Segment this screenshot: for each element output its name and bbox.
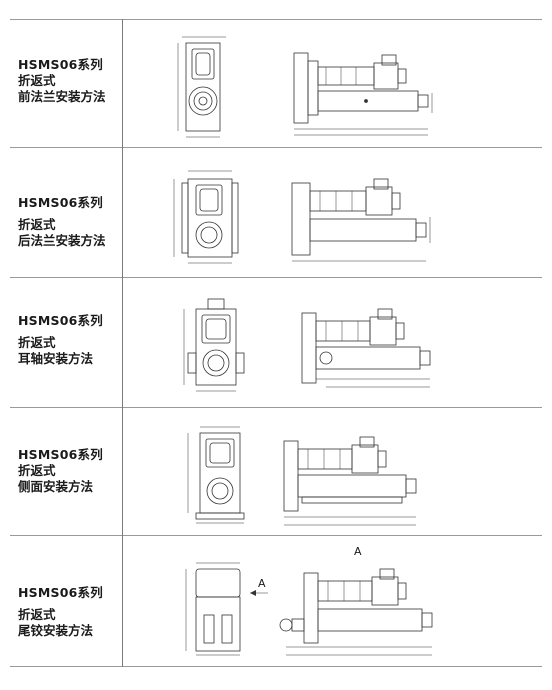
row-divider <box>10 407 542 408</box>
installation-table: HSMS06系列 折返式 前法兰安装方法 <box>10 19 542 667</box>
type-name: 折返式 <box>18 335 56 350</box>
type-name: 折返式 <box>18 73 56 88</box>
side-mount-drawing <box>126 419 540 531</box>
row-label: HSMS06系列 折返式 后法兰安装方法 <box>18 195 122 249</box>
method-name: 后法兰安装方法 <box>18 233 106 248</box>
row-label: HSMS06系列 折返式 耳轴安装方法 <box>18 313 122 367</box>
method-name: 尾铰安装方法 <box>18 623 94 638</box>
trunnion-drawing <box>126 291 540 401</box>
view-mark-a: A <box>354 545 362 558</box>
row-front-flange: HSMS06系列 折返式 前法兰安装方法 <box>10 19 542 147</box>
series-name: HSMS06系列 <box>18 313 103 328</box>
row-label: HSMS06系列 折返式 前法兰安装方法 <box>18 57 122 105</box>
row-divider <box>10 535 542 536</box>
row-rear-hinge: HSMS06系列 折返式 尾铰安装方法 A A <box>10 535 542 666</box>
type-name: 折返式 <box>18 607 56 622</box>
row-divider <box>10 277 542 278</box>
series-name: HSMS06系列 <box>18 195 103 210</box>
type-name: 折返式 <box>18 217 56 232</box>
method-name: 侧面安装方法 <box>18 479 94 494</box>
column-divider <box>122 19 123 667</box>
front-flange-drawing <box>126 33 540 141</box>
row-label: HSMS06系列 折返式 尾铰安装方法 <box>18 585 122 639</box>
row-rear-flange: HSMS06系列 折返式 后法兰安装方法 <box>10 147 542 277</box>
row-divider <box>10 19 542 20</box>
rear-hinge-drawing: A A <box>126 543 540 661</box>
method-name: 前法兰安装方法 <box>18 89 106 104</box>
series-name: HSMS06系列 <box>18 57 103 72</box>
rear-flange-drawing <box>126 161 540 271</box>
row-divider <box>10 147 542 148</box>
series-name: HSMS06系列 <box>18 447 103 462</box>
series-name: HSMS06系列 <box>18 585 103 600</box>
row-label: HSMS06系列 折返式 侧面安装方法 <box>18 447 122 495</box>
row-divider <box>10 666 542 667</box>
type-name: 折返式 <box>18 463 56 478</box>
method-name: 耳轴安装方法 <box>18 351 94 366</box>
row-trunnion: HSMS06系列 折返式 耳轴安装方法 <box>10 277 542 407</box>
view-mark-a: A <box>258 577 266 590</box>
row-side-mount: HSMS06系列 折返式 侧面安装方法 <box>10 407 542 535</box>
